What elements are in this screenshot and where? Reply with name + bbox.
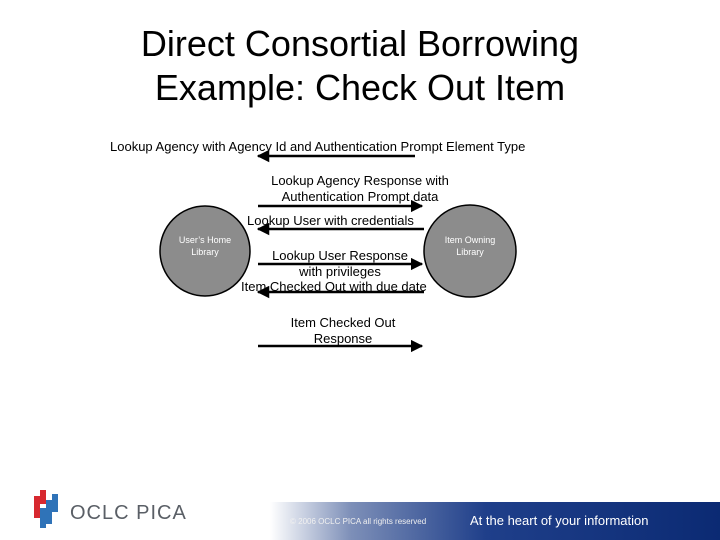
title-line-2: Example: Check Out Item — [154, 67, 566, 108]
msg-lookup-agency: Lookup Agency with Agency Id and Authent… — [110, 139, 526, 154]
footer-copyright: © 2006 OCLC PICA all rights reserved — [290, 517, 427, 526]
msg-item-checked-out-response: Item Checked Out Response — [270, 315, 416, 347]
msg-lookup-user-response-line2: with privileges — [299, 264, 381, 279]
home-library-label: User’s Home Library — [168, 234, 242, 258]
msg-lookup-user: Lookup User with credentials — [247, 213, 414, 228]
owning-library-text: Item Owning Library — [444, 235, 496, 257]
msg-item-checked-out: Item Checked Out with due date — [241, 279, 427, 294]
slide-title: Direct Consortial Borrowing Example: Che… — [60, 22, 660, 110]
msg-lookup-agency-response: Lookup Agency Response with Authenticati… — [255, 173, 465, 205]
msg-lookup-agency-response-line2: Authentication Prompt data — [281, 189, 439, 204]
msg-item-checked-out-response-line2: Response — [313, 331, 373, 346]
msg-item-checked-out-response-line1: Item Checked Out — [290, 315, 396, 330]
home-library-node — [159, 205, 251, 297]
home-library-text: User’s Home Library — [178, 235, 232, 257]
msg-lookup-agency-response-line1: Lookup Agency Response with — [271, 173, 449, 188]
title-line-1: Direct Consortial Borrowing — [140, 23, 580, 64]
oclc-pica-logo-icon — [34, 490, 58, 528]
footer-tagline: At the heart of your information — [470, 513, 649, 528]
owning-library-label: Item Owning Library — [432, 234, 508, 258]
footer-band — [270, 502, 720, 540]
owning-library-node — [423, 204, 517, 298]
msg-lookup-user-response-line1: Lookup User Response — [272, 248, 408, 263]
logo-wordmark: OCLC PICA — [70, 502, 187, 524]
msg-lookup-user-response: Lookup User Response with privileges — [260, 248, 420, 280]
